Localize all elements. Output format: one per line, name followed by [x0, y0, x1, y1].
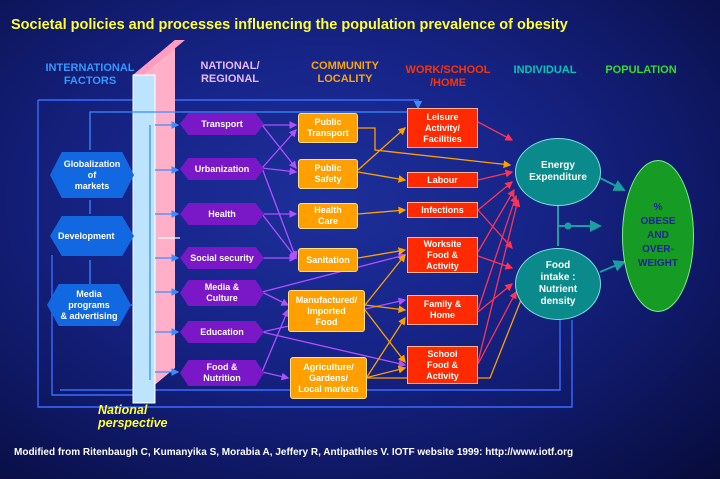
- node-food-nutrition: Food & Nutrition: [180, 360, 264, 386]
- node-public-safety: Public Safety: [298, 159, 358, 189]
- national-perspective-panel: [132, 40, 185, 404]
- national-connectors: [261, 121, 407, 381]
- node-media-programs: Media programs & advertising: [47, 284, 131, 326]
- work-connectors: [477, 121, 521, 365]
- column-header-work: WORK/SCHOOL /HOME: [405, 64, 491, 89]
- node-manufactured-food: Manufactured/ Imported Food: [288, 290, 365, 332]
- source-footer: Modified from Ritenbaugh C, Kumanyika S,…: [14, 447, 574, 458]
- node-sanitation: Sanitation: [298, 248, 358, 272]
- column-header-international: INTERNATIONAL FACTORS: [45, 62, 135, 87]
- node-public-transport: Public Transport: [298, 113, 358, 143]
- node-globalization: Globalization of markets: [50, 152, 134, 198]
- column-header-national: NATIONAL/ REGIONAL: [200, 60, 260, 85]
- page-title: Societal policies and processes influenc…: [11, 17, 568, 33]
- node-development: Development: [50, 216, 134, 256]
- node-energy-expenditure: Energy Expenditure: [515, 138, 601, 206]
- node-education: Education: [180, 321, 264, 343]
- node-population-obese: % OBESE AND OVER- WEIGHT: [622, 160, 694, 312]
- node-agriculture: Agriculture/ Gardens/ Local markets: [290, 357, 367, 399]
- node-food-intake: Food intake : Nutrient density: [515, 248, 601, 320]
- node-worksite-food: Worksite Food & Activity: [407, 237, 478, 273]
- community-connectors: [357, 127, 527, 381]
- column-header-individual: INDIVIDUAL: [513, 64, 577, 76]
- node-media-culture: Media & Culture: [180, 280, 264, 306]
- node-transport: Transport: [180, 113, 264, 135]
- node-urbanization: Urbanization: [180, 158, 264, 180]
- node-leisure: Leisure Activity/ Facilities: [407, 108, 478, 148]
- individual-connectors: [557, 177, 626, 273]
- node-infections: Infections: [407, 202, 478, 218]
- national-perspective-label: National perspective: [98, 403, 168, 430]
- column-header-population: POPULATION: [605, 64, 677, 76]
- node-labour: Labour: [407, 172, 478, 188]
- column-header-community: COMMUNITY LOCALITY: [311, 60, 379, 85]
- node-health: Health: [180, 203, 264, 225]
- node-school-food: School Food & Activity: [407, 346, 478, 384]
- node-health-care: Health Care: [298, 203, 358, 229]
- node-social-security: Social security: [180, 247, 264, 269]
- node-family-home: Family & Home: [407, 295, 478, 325]
